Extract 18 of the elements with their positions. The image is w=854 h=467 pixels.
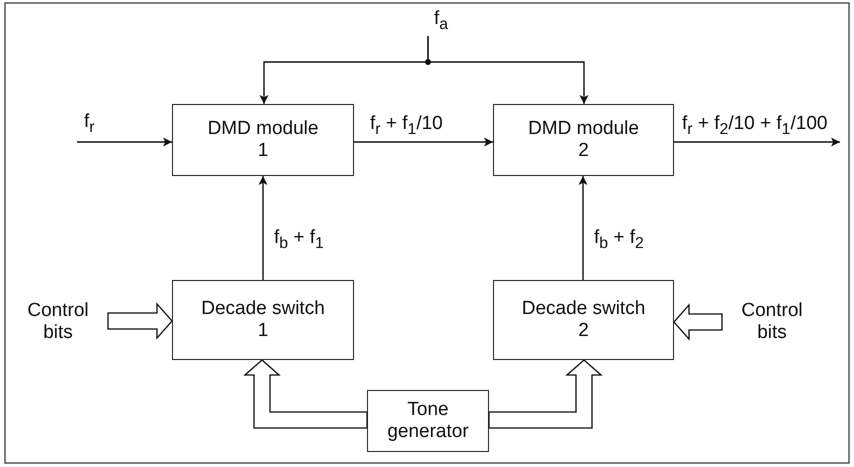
signal-label: f$_{a}$ [418, 6, 464, 36]
arrow [427, 36, 588, 104]
block-box: DMD module 2 [493, 104, 674, 176]
hollow-arrow [107, 302, 173, 340]
block-box: DMD module 1 [172, 104, 354, 176]
signal-label: Control bits [722, 296, 822, 348]
hollow-arrow [243, 359, 368, 429]
arrow [578, 176, 588, 280]
arrow [258, 176, 268, 280]
block-box: Decade switch 2 [493, 280, 674, 360]
hollow-arrow [488, 359, 603, 429]
block-box: Tone generator [367, 390, 489, 452]
arrow [674, 138, 840, 146]
arrow [354, 138, 493, 146]
hollow-arrow [673, 303, 723, 341]
block-box: Decade switch 1 [172, 280, 354, 360]
signal-label: Control bits [8, 296, 108, 348]
arrow [77, 138, 172, 146]
